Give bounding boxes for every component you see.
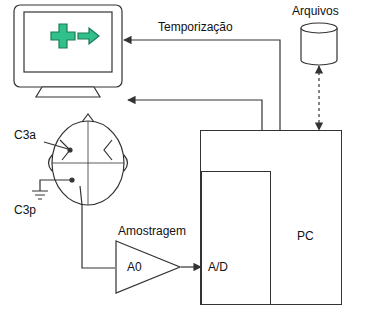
node-text: A0 xyxy=(127,260,142,274)
ear xyxy=(124,155,128,171)
arrow-symbol xyxy=(78,28,99,44)
timing-wires xyxy=(124,40,280,130)
signal-wire xyxy=(80,186,115,268)
file-link xyxy=(318,66,319,130)
electrode xyxy=(68,148,72,152)
electrode-label: C3a xyxy=(14,128,36,142)
monitor-screen xyxy=(24,12,112,72)
ground-wire xyxy=(40,180,70,191)
monitor xyxy=(14,5,122,97)
stimulus-line xyxy=(128,100,262,130)
electrode-label: C3p xyxy=(14,203,36,217)
amplifier-triangle: A0 xyxy=(115,240,181,294)
timing-label: Temporização xyxy=(158,20,233,34)
electrode-lines xyxy=(60,140,112,160)
pc-box: PC A/D xyxy=(200,130,342,305)
storage-cylinder: Arquivos xyxy=(290,4,348,66)
node-text: Arquivos xyxy=(292,4,339,18)
monitor-case xyxy=(14,5,122,87)
monitor-stand xyxy=(36,87,100,97)
amplifier-outline xyxy=(115,240,181,294)
head xyxy=(32,114,128,268)
ground-symbol xyxy=(32,191,48,199)
converter-box: A/D xyxy=(201,171,271,305)
nose xyxy=(82,114,94,122)
cross-symbol xyxy=(51,24,75,48)
leader-line xyxy=(44,142,68,149)
ear xyxy=(49,155,53,171)
head-outline xyxy=(52,121,124,205)
signal-arrow xyxy=(181,266,201,267)
node-text: PC xyxy=(297,229,314,243)
node-text: A/D xyxy=(208,260,228,274)
electrode xyxy=(70,178,74,182)
head-lines xyxy=(52,121,124,205)
timing-line xyxy=(124,40,280,130)
sampling-label: Amostragem xyxy=(118,224,186,238)
